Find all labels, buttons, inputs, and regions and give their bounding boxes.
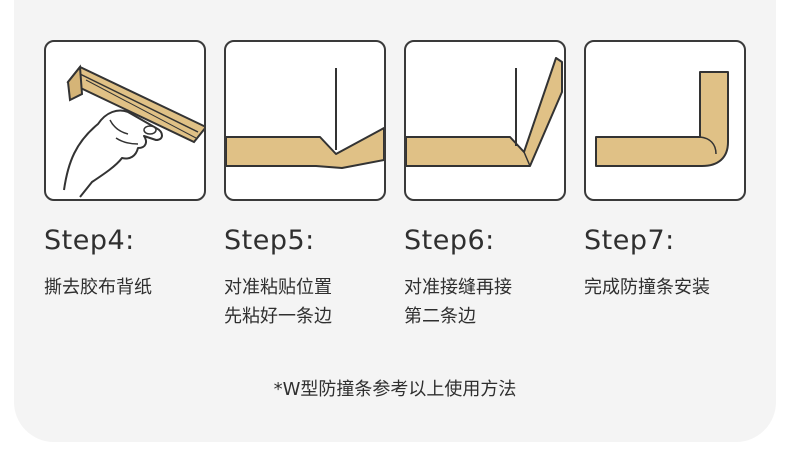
step-description: 对准粘贴位置 先粘好一条边 (224, 277, 332, 327)
step-description: 完成防撞条安装 (584, 277, 710, 298)
step-title: Step5: (224, 225, 315, 256)
step-4-frame (44, 40, 206, 201)
installed-corner-icon (595, 71, 729, 167)
step-title: Step6: (404, 225, 495, 256)
step-description: 对准接缝再接 第二条边 (404, 277, 512, 327)
step-title: Step7: (584, 225, 675, 256)
step-7-frame (584, 40, 746, 201)
step-5-frame (224, 40, 386, 201)
join-second-edge-icon (406, 57, 563, 167)
step-title: Step4: (44, 225, 135, 256)
step-6-frame (404, 40, 566, 201)
step-description: 撕去胶布背纸 (44, 277, 152, 298)
stick-first-edge-icon (226, 68, 384, 169)
usage-note: *W型防撞条参考以上使用方法 (273, 379, 517, 400)
peel-backing-icon (63, 64, 204, 198)
